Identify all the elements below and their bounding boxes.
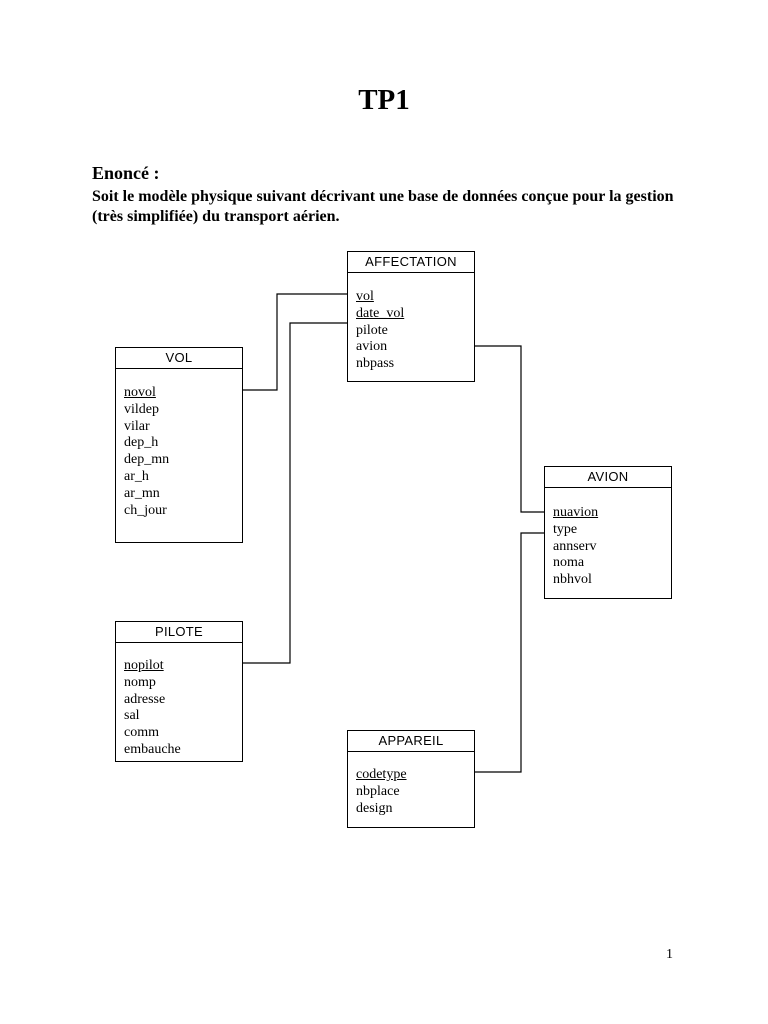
field-vol-dep-h: dep_h: [124, 435, 159, 451]
field-vol-ch-jour: ch_jour: [124, 502, 167, 518]
field-vol-dep-mn: dep_mn: [124, 452, 170, 468]
table-header-pilote: PILOTE: [116, 622, 242, 643]
field-pilote-nomp: nomp: [124, 674, 156, 690]
page-number: 1: [666, 947, 673, 962]
field-vol-novol: novol: [124, 385, 156, 400]
statement-text: Soit le modèle physique suivant décrivan…: [92, 188, 674, 225]
field-vol-ar-mn: ar_mn: [124, 485, 160, 501]
field-pilote-sal: sal: [124, 708, 140, 724]
field-affectation-nbpass: nbpass: [356, 356, 395, 372]
field-avion-nuavion: nuavion: [553, 505, 599, 520]
field-appareil-nbplace: nbplace: [356, 783, 400, 799]
field-avion-noma: noma: [553, 555, 585, 571]
field-vol-ar-h: ar_h: [124, 468, 149, 484]
document-title: TP1: [358, 84, 410, 116]
field-avion-nbhvol: nbhvol: [553, 572, 592, 588]
field-affectation-avion: avion: [356, 339, 388, 355]
connector-appareil-avion: [475, 532, 544, 773]
connector-affectation-avion: [475, 345, 544, 513]
table-header-affectation: AFFECTATION: [348, 252, 474, 273]
field-avion-type: type: [553, 521, 578, 537]
table-header-appareil: APPAREIL: [348, 731, 474, 752]
field-vol-vilar: vilar: [124, 418, 150, 434]
section-heading: Enoncé :: [92, 163, 160, 183]
field-affectation-vol: vol: [356, 289, 374, 304]
connector-vol-affectation: [243, 293, 347, 391]
field-pilote-adresse: adresse: [124, 691, 166, 707]
connector-pilote-affectation: [243, 322, 347, 664]
table-header-vol: VOL: [116, 348, 242, 369]
field-affectation-date-vol: date_vol: [356, 305, 405, 321]
field-pilote-embauche: embauche: [124, 741, 181, 757]
field-vol-vildep: vildep: [124, 401, 159, 417]
field-pilote-nopilot: nopilot: [124, 658, 164, 673]
field-appareil-codetype: codetype: [356, 767, 407, 782]
table-header-avion: AVION: [545, 467, 671, 488]
field-affectation-pilote: pilote: [356, 322, 388, 338]
field-pilote-comm: comm: [124, 725, 159, 741]
field-avion-annserv: annserv: [553, 538, 597, 554]
field-appareil-design: design: [356, 800, 393, 816]
